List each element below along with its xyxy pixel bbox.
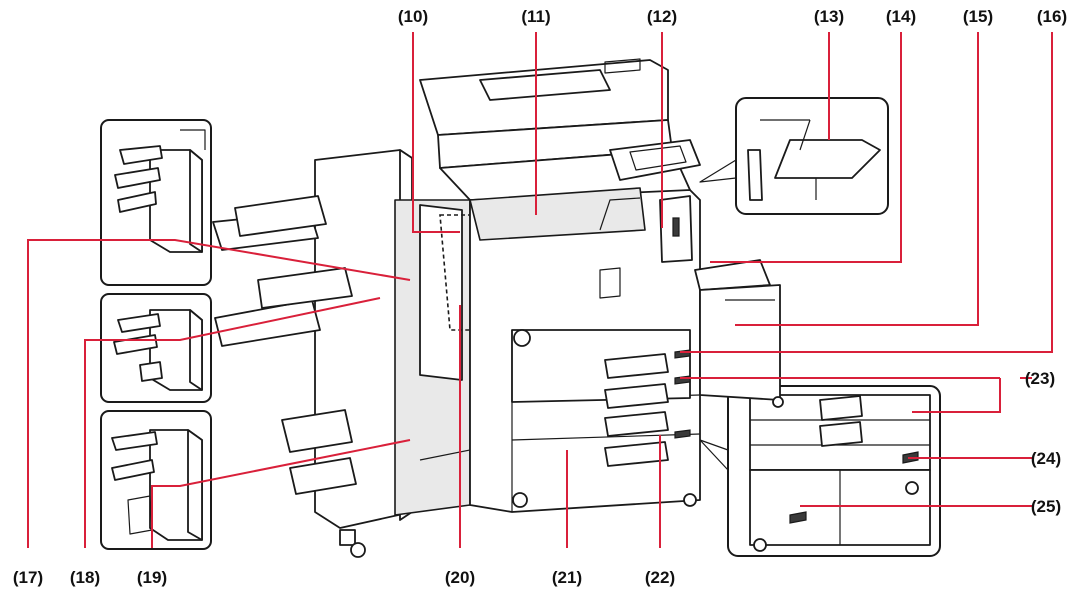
leader-15 <box>735 32 979 326</box>
label-15: (15) <box>963 7 993 26</box>
label-10: (10) <box>398 7 428 26</box>
label-19: (19) <box>137 568 167 587</box>
callout-lines <box>27 32 1053 548</box>
leader-23b <box>912 378 1001 413</box>
inset-drawers <box>699 385 941 557</box>
label-23: (23) <box>1025 369 1055 388</box>
inset-finisher-18 <box>100 293 212 403</box>
leader-10 <box>412 32 460 233</box>
label-22: (22) <box>645 568 675 587</box>
label-21: (21) <box>552 568 582 587</box>
inset-finisher-17 <box>100 119 212 286</box>
label-17: (17) <box>13 568 43 587</box>
leader-16 <box>680 32 1053 353</box>
leader-14 <box>710 32 902 263</box>
label-13: (13) <box>814 7 844 26</box>
label-24: (24) <box>1031 449 1061 468</box>
leader-19 <box>151 439 411 548</box>
front-handle <box>672 217 680 237</box>
drawer-handle-1 <box>604 353 669 379</box>
label-12: (12) <box>647 7 677 26</box>
callout-labels: (10) (11) (12) (13) (14) (15) (16) (17) … <box>13 7 1067 587</box>
operation-panel <box>609 139 701 181</box>
label-20: (20) <box>445 568 475 587</box>
leader-18 <box>84 297 381 548</box>
inset-tray-13 <box>699 97 889 215</box>
label-25: (25) <box>1031 497 1061 516</box>
side-unit <box>699 284 781 401</box>
leader-17 <box>27 239 411 548</box>
label-14: (14) <box>886 7 916 26</box>
inner-finisher-dashed <box>439 214 479 331</box>
label-18: (18) <box>70 568 100 587</box>
label-11: (11) <box>521 7 550 26</box>
main-machine <box>212 58 784 558</box>
inset-finisher-19 <box>100 410 212 550</box>
document-feeder <box>419 59 669 136</box>
label-16: (16) <box>1037 7 1067 26</box>
